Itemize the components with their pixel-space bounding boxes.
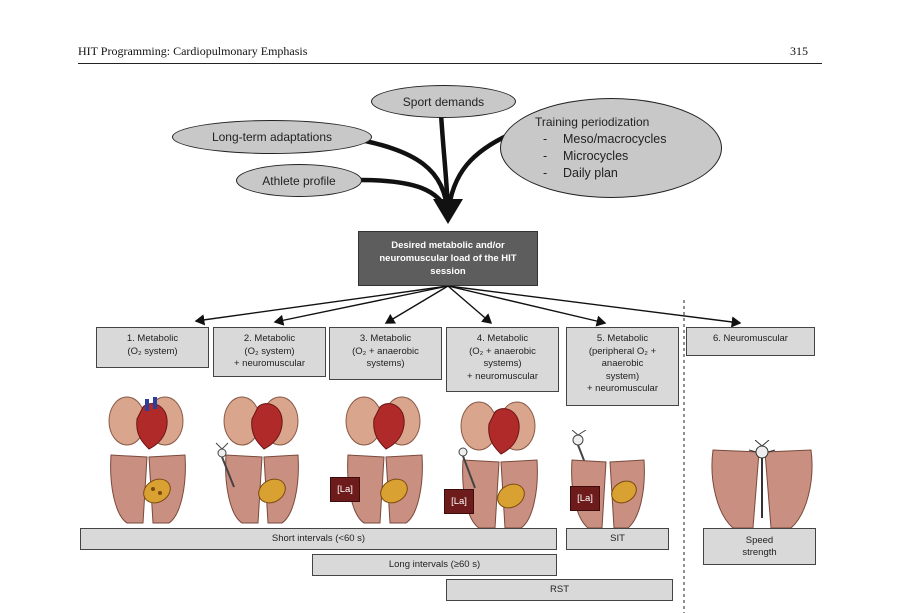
kidney-icon: [611, 480, 637, 504]
periodization-item: Daily plan: [543, 165, 618, 182]
thigh-muscle-icon: [711, 449, 813, 529]
illustration-column-2: [215, 396, 299, 524]
category-3-box: 3. Metabolic (O₂ + anaerobic systems): [329, 327, 442, 380]
long-term-adaptations-oval: Long-term adaptations: [172, 120, 372, 154]
lungs-heart-icon: [460, 401, 536, 455]
neuron-icon: [458, 447, 476, 489]
periodization-item: Microcycles: [543, 148, 628, 165]
neuron-icon: [748, 440, 776, 518]
lungs-heart-icon: [345, 396, 421, 450]
running-header-title: HIT Programming: Cardiopulmonary Emphasi…: [78, 44, 308, 58]
sport-demands-label: Sport demands: [402, 94, 485, 109]
lungs-heart-icon: [223, 396, 299, 450]
sit-bar: SIT: [566, 528, 669, 550]
kidney-icon: [258, 478, 286, 504]
header-rule: [78, 63, 822, 64]
training-periodization-title: Training periodization: [535, 114, 650, 129]
long-intervals-bar: Long intervals (≥60 s): [312, 554, 557, 576]
desired-load-label: Desired metabolic and/or neuromuscular l…: [379, 240, 517, 277]
periodization-item: Meso/macrocycles: [543, 131, 667, 148]
page-number: 315: [790, 44, 808, 58]
illustration-column-1: [108, 396, 186, 524]
category-5-box: 5. Metabolic (peripheral O₂ + anaerobic …: [566, 327, 679, 406]
neuron-icon: [215, 442, 235, 488]
speed-strength-bar: Speed strength: [703, 528, 816, 565]
athlete-profile-label: Athlete profile: [262, 173, 336, 188]
illustration-column-4: [458, 401, 538, 529]
lactate-badge: [La]: [570, 486, 600, 511]
training-periodization-oval: Training periodization Meso/macrocycles …: [500, 98, 722, 198]
illustration-column-6: [711, 440, 813, 529]
lactate-badge: [La]: [330, 477, 360, 502]
long-term-adaptations-label: Long-term adaptations: [211, 130, 333, 144]
category-2-box: 2. Metabolic (O₂ system) + neuromuscular: [213, 327, 326, 377]
sport-demands-oval: Sport demands: [371, 85, 516, 118]
rst-bar: RST: [446, 579, 673, 601]
kidney-icon: [497, 483, 525, 509]
short-intervals-bar: Short intervals (<60 s): [80, 528, 557, 550]
athlete-profile-oval: Athlete profile: [236, 164, 362, 197]
kidney-icon: [380, 478, 408, 504]
lactate-badge: [La]: [444, 489, 474, 514]
illustration-column-3: [345, 396, 423, 524]
thigh-muscle-icon: [347, 454, 423, 524]
category-6-box: 6. Neuromuscular: [686, 327, 815, 356]
category-4-box: 4. Metabolic (O₂ + anaerobic systems) + …: [446, 327, 559, 392]
kidney-icon: [143, 478, 171, 504]
category-1-box: 1. Metabolic (O₂ system): [96, 327, 209, 368]
lungs-heart-icon: [108, 396, 184, 450]
desired-load-box: Desired metabolic and/or neuromuscular l…: [358, 231, 538, 286]
illustration-column-5: [571, 430, 645, 529]
